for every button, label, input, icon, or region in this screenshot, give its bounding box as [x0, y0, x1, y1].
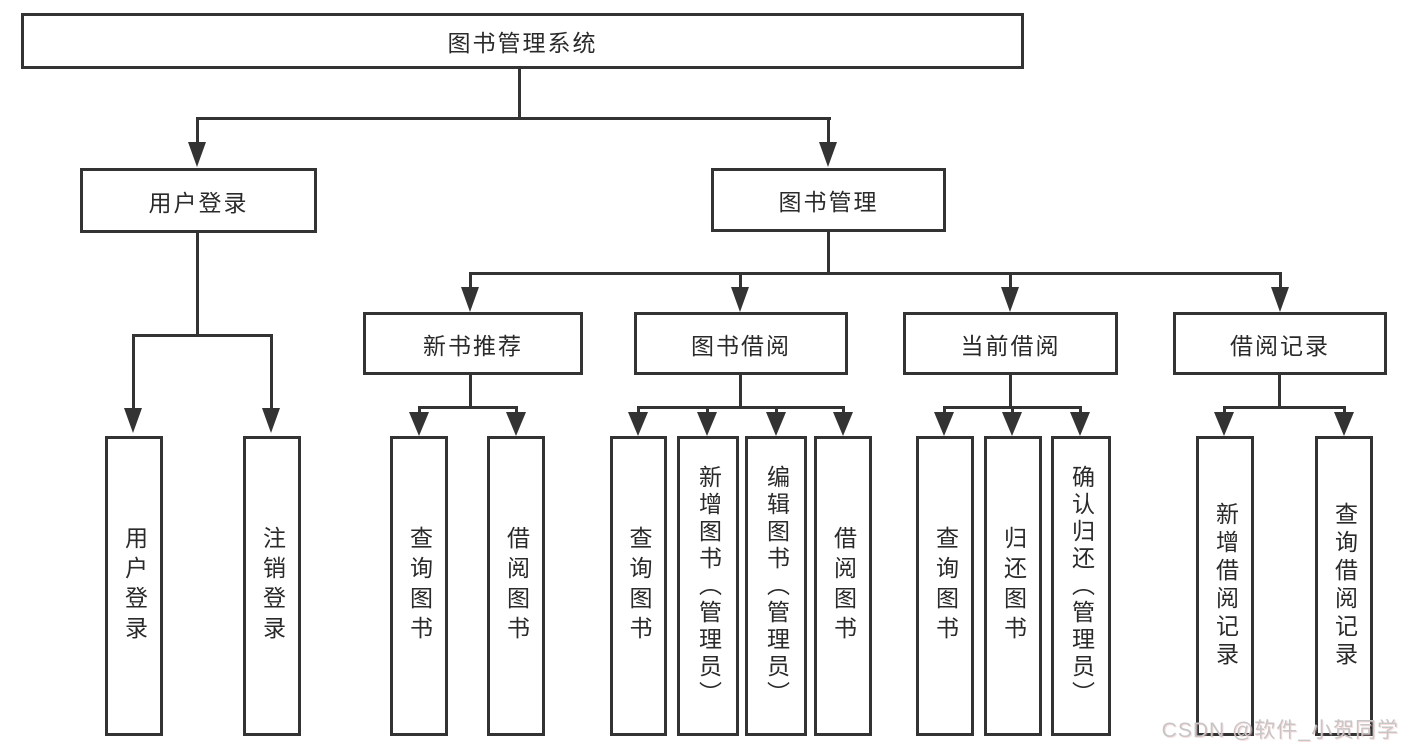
- connector-current-stem-1: [943, 406, 946, 415]
- arrowhead-icon: [819, 142, 837, 167]
- leaf-confirm-return-admin: 确认归还（管理员）: [1051, 436, 1111, 736]
- connector-current-stem-2: [1011, 406, 1014, 415]
- leaf-query-books-label: 查询图书: [406, 526, 433, 646]
- node-current-borrow: 当前借阅: [903, 312, 1118, 375]
- connector-newbook-hline: [418, 406, 518, 409]
- leaf-borrow-books-label: 借阅图书: [830, 526, 857, 646]
- leaf-logout: 注销登录: [243, 436, 301, 736]
- node-book-borrow: 图书借阅: [634, 312, 848, 375]
- connector-newbook-stem: [469, 373, 472, 408]
- arrowhead-icon: [697, 412, 717, 436]
- connector-records-stem-2: [1343, 406, 1346, 415]
- leaf-query-books-label: 查询图书: [626, 526, 652, 646]
- connector-borrow-stem-1: [637, 406, 640, 415]
- connector-current-stem: [1009, 373, 1012, 408]
- leaf-query-books-label: 查询图书: [932, 526, 959, 646]
- arrowhead-icon: [124, 408, 142, 433]
- arrowhead-icon: [1070, 412, 1090, 436]
- arrowhead-icon: [1334, 412, 1354, 436]
- leaf-borrow-books-recommend: 借阅图书: [487, 436, 545, 736]
- leaf-query-books-borrow: 查询图书: [610, 436, 667, 736]
- node-new-book-recommend-label: 新书推荐: [423, 332, 523, 359]
- node-current-borrow-label: 当前借阅: [960, 332, 1061, 359]
- node-borrow-records-label: 借阅记录: [1230, 332, 1330, 359]
- connector-root-right-stem: [827, 117, 830, 145]
- connector-mgmt-stem-2: [739, 272, 742, 290]
- leaf-query-borrow-record: 查询借阅记录: [1315, 436, 1373, 736]
- leaf-borrow-books: 借阅图书: [814, 436, 872, 736]
- arrowhead-icon: [628, 412, 648, 436]
- arrowhead-icon: [766, 412, 786, 436]
- arrowhead-icon: [506, 412, 526, 436]
- leaf-confirm-return-admin-label: 确认归还（管理员）: [1068, 464, 1095, 708]
- leaf-add-borrow-record-label: 新增借阅记录: [1212, 502, 1239, 670]
- node-borrow-records: 借阅记录: [1173, 312, 1387, 375]
- leaf-edit-books-admin: 编辑图书（管理员）: [745, 436, 807, 736]
- arrowhead-icon: [833, 412, 853, 436]
- arrowhead-icon: [409, 412, 429, 436]
- node-book-borrow-label: 图书借阅: [691, 332, 791, 359]
- connector-newbook-stem-2: [515, 406, 518, 415]
- connector-borrow-stem-2: [706, 406, 709, 415]
- leaf-query-books-recommend: 查询图书: [390, 436, 448, 736]
- connector-mgmt-stem: [827, 232, 830, 274]
- connector-login-right-stem: [270, 334, 273, 410]
- connector-records-stem: [1278, 373, 1281, 408]
- connector-root-hline: [196, 117, 831, 120]
- connector-current-stem-3: [1079, 406, 1082, 415]
- node-book-management: 图书管理: [711, 168, 946, 232]
- arrowhead-icon: [731, 287, 749, 312]
- connector-borrow-stem: [739, 373, 742, 408]
- leaf-return-books: 归还图书: [984, 436, 1042, 736]
- connector-records-hline: [1223, 406, 1345, 409]
- connector-mgmt-stem-4: [1279, 272, 1282, 290]
- arrowhead-icon: [262, 408, 280, 433]
- arrowhead-icon: [1271, 287, 1289, 312]
- leaf-user-login: 用户登录: [105, 436, 163, 736]
- connector-borrow-hline: [637, 406, 845, 409]
- leaf-query-borrow-record-label: 查询借阅记录: [1331, 502, 1358, 670]
- node-library-system-label: 图书管理系统: [447, 30, 598, 56]
- connector-newbook-stem-1: [418, 406, 421, 415]
- node-book-management-label: 图书管理: [778, 189, 879, 215]
- connector-root-left-stem: [196, 117, 199, 145]
- connector-root-stem: [518, 69, 521, 118]
- leaf-return-books-label: 归还图书: [1000, 526, 1027, 646]
- arrowhead-icon: [461, 287, 479, 312]
- leaf-add-books-admin: 新增图书（管理员）: [677, 436, 739, 736]
- leaf-add-borrow-record: 新增借阅记录: [1196, 436, 1254, 736]
- node-user-login-label: 用户登录: [148, 189, 249, 216]
- leaf-query-books-current: 查询图书: [916, 436, 974, 736]
- connector-records-stem-1: [1223, 406, 1226, 415]
- arrowhead-icon: [934, 412, 954, 436]
- leaf-logout-label: 注销登录: [259, 526, 286, 646]
- leaf-user-login-label: 用户登录: [121, 526, 148, 646]
- connector-login-hline: [132, 334, 273, 337]
- connector-mgmt-stem-1: [469, 272, 472, 290]
- node-new-book-recommend: 新书推荐: [363, 312, 583, 375]
- connector-login-stem: [196, 232, 199, 336]
- connector-borrow-stem-3: [775, 406, 778, 415]
- node-user-login: 用户登录: [80, 168, 317, 233]
- arrowhead-icon: [1001, 287, 1019, 312]
- arrowhead-icon: [1002, 412, 1022, 436]
- arrowhead-icon: [188, 142, 206, 167]
- connector-mgmt-stem-3: [1009, 272, 1012, 290]
- leaf-add-books-admin-label: 新增图书（管理员）: [695, 464, 722, 708]
- connector-mgmt-hline: [469, 272, 1282, 275]
- leaf-edit-books-admin-label: 编辑图书（管理员）: [763, 464, 790, 708]
- arrowhead-icon: [1214, 412, 1234, 436]
- watermark: CSDN @软件_小贺同学: [1161, 719, 1399, 742]
- connector-login-left-stem: [132, 334, 135, 410]
- leaf-borrow-books-label: 借阅图书: [503, 526, 530, 646]
- connector-borrow-stem-4: [842, 406, 845, 415]
- node-library-system: 图书管理系统: [21, 13, 1024, 69]
